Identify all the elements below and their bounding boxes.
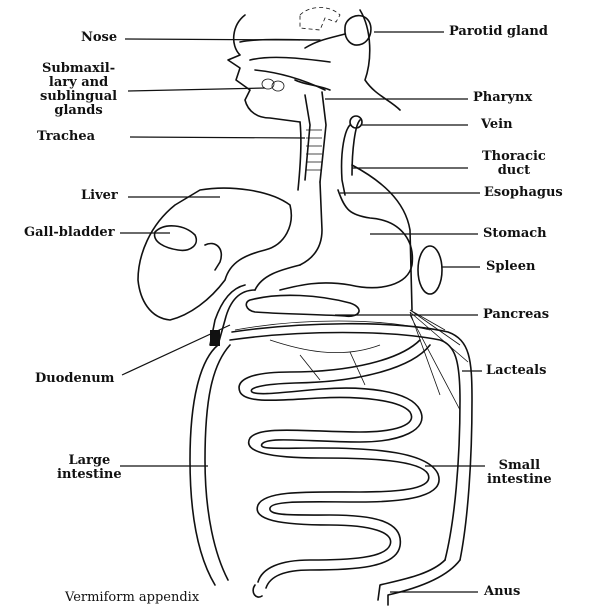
label-anus: Anus: [484, 584, 521, 599]
label-stomach: Stomach: [483, 226, 547, 241]
lacteals: [234, 309, 469, 411]
label-vein: Vein: [481, 117, 513, 132]
label-pancreas: Pancreas: [483, 307, 550, 322]
leader-lines: [120, 31, 485, 593]
head-outline: [227, 7, 401, 191]
parotid-gland: [304, 14, 372, 49]
label-vermiform-appendix: Vermiform appendix: [65, 590, 200, 605]
appendix: [252, 584, 263, 598]
label-esophagus: Esophagus: [484, 185, 563, 200]
pancreas: [245, 294, 360, 318]
liver: [137, 187, 292, 321]
spleen: [417, 245, 443, 295]
label-thoracic-duct: Thoracic duct: [482, 149, 546, 178]
pharynx-trachea: [294, 79, 331, 183]
label-trachea: Trachea: [37, 129, 96, 144]
label-spleen: Spleen: [486, 259, 536, 274]
label-pharynx: Pharynx: [473, 90, 533, 105]
gall-bladder: [153, 225, 223, 271]
label-gall-bladder: Gall-bladder: [24, 225, 115, 240]
label-duodenum: Duodenum: [35, 371, 115, 386]
label-nose: Nose: [81, 30, 118, 45]
vein-thoracic-duct: [340, 115, 413, 311]
duodenum: [209, 284, 256, 346]
label-small-intestine: Small intestine: [487, 458, 552, 487]
label-lacteals: Lacteals: [486, 363, 547, 378]
label-submaxillary-sublingual-glands: Submaxil- lary and sublingual glands: [40, 61, 118, 118]
esophagus-stomach: [254, 181, 414, 291]
mouth-region: [239, 38, 331, 92]
label-liver: Liver: [81, 188, 118, 203]
label-large-intestine: Large intestine: [57, 453, 122, 482]
large-intestine: [189, 322, 473, 606]
label-parotid-gland: Parotid gland: [449, 24, 548, 39]
small-intestine: [238, 339, 440, 589]
